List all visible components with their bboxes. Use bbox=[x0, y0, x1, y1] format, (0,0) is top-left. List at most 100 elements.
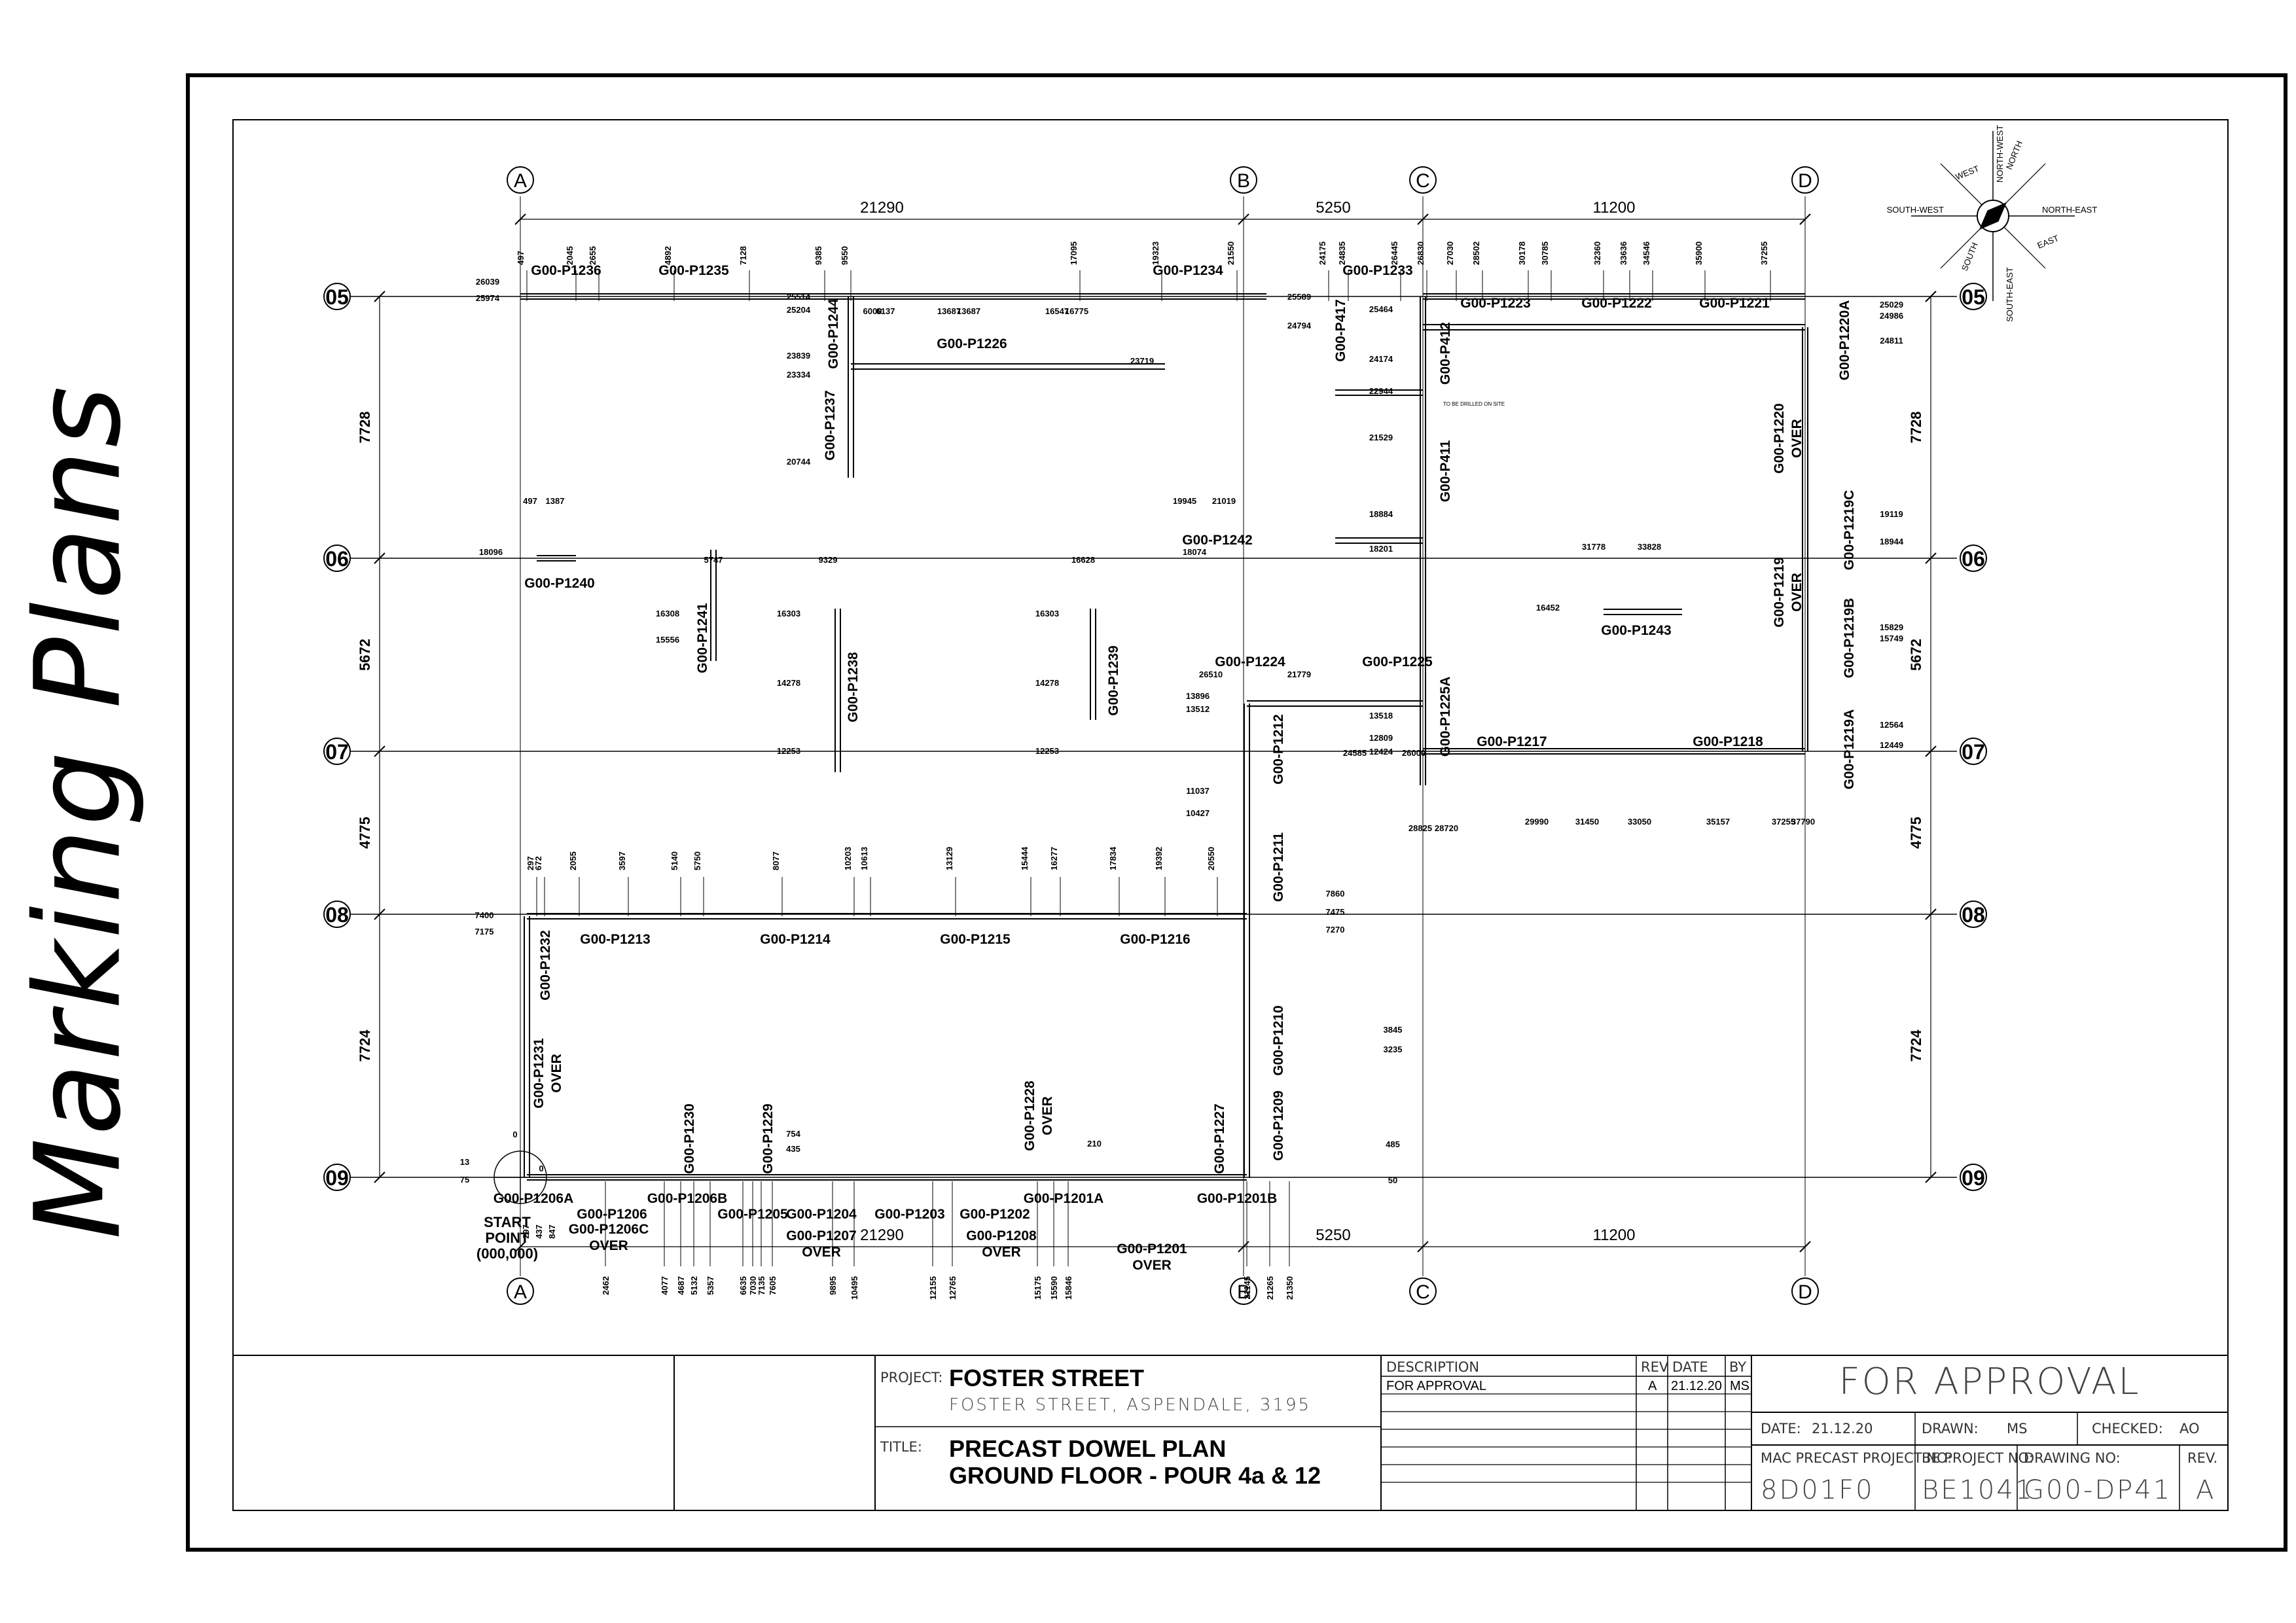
rev-label: REV. bbox=[2187, 1450, 2217, 1466]
panel-label: G00-P1225 bbox=[1362, 654, 1433, 669]
dimension-label: 26510 bbox=[1199, 669, 1223, 679]
column-dimension: 11200 bbox=[1593, 1226, 1636, 1244]
grid-bubble-06 bbox=[1960, 544, 1987, 572]
grid-bubble-09 bbox=[1960, 1164, 1987, 1191]
bottom-dimension: 15175 bbox=[1033, 1276, 1043, 1300]
dimension-label: 19945 bbox=[1173, 496, 1196, 506]
grid-bubble-07 bbox=[323, 738, 351, 765]
row-dimension: 5672 bbox=[357, 639, 373, 671]
start-point-label: (000,000) bbox=[476, 1245, 538, 1262]
row08-dimension: 15444 bbox=[1020, 846, 1030, 870]
top-dimension: 7128 bbox=[738, 246, 748, 265]
panel-label: G00-P1219B bbox=[1842, 598, 1857, 679]
panel-label: G00-P1203 bbox=[874, 1207, 944, 1222]
start-point-label: POINT bbox=[485, 1230, 529, 1246]
panel-label: G00-P1213 bbox=[580, 932, 650, 947]
dimension-tick bbox=[374, 745, 386, 757]
project-address: FOSTER STREET, ASPENDALE, 3195 bbox=[949, 1395, 1311, 1415]
bottom-dimension: 15846 bbox=[1064, 1276, 1073, 1300]
panel-label: G00-P1217 bbox=[1477, 734, 1547, 749]
dimension-tick bbox=[1238, 213, 1249, 225]
side-dimension: 25974 bbox=[476, 293, 500, 303]
compass-needle bbox=[1979, 202, 2007, 230]
dimension-label: 15829 bbox=[1880, 622, 1903, 632]
row08-dimension: 3597 bbox=[617, 851, 627, 870]
title-line-1: PRECAST DOWEL PLAN bbox=[949, 1435, 1226, 1462]
dimension-tick bbox=[1925, 291, 1937, 302]
grid-bubble-D bbox=[1791, 1277, 1819, 1305]
dimension-label: 1387 bbox=[546, 496, 565, 506]
dimension-label: 28825 bbox=[1408, 823, 1432, 833]
dimension-label: 21019 bbox=[1212, 496, 1236, 506]
row09-dimension: 3845 bbox=[1384, 1025, 1403, 1035]
column-dimension: 5250 bbox=[1316, 199, 1350, 217]
dimension-label: 37255 bbox=[1772, 817, 1795, 827]
rev-value: A bbox=[2196, 1475, 2215, 1505]
dimension-label: 16308 bbox=[656, 609, 679, 618]
column-dimension: 11200 bbox=[1593, 199, 1636, 217]
mac-project-label: MAC PRECAST PROJECT NO: bbox=[1761, 1450, 1952, 1466]
row08-dimension: 19392 bbox=[1154, 847, 1164, 870]
panel-label: G00-P1219C bbox=[1842, 490, 1857, 571]
panel-label: G00-P1241 bbox=[695, 603, 710, 673]
panel-label: G00-P1239 bbox=[1106, 645, 1121, 715]
top-dimension: 19323 bbox=[1151, 241, 1160, 265]
date-label: DATE: bbox=[1761, 1421, 1801, 1436]
row09-dimension: 0 bbox=[512, 1130, 517, 1139]
grid-bubble-09 bbox=[323, 1164, 351, 1191]
dimension-label: 13687 bbox=[957, 306, 980, 316]
row-dimension: 7728 bbox=[357, 412, 373, 444]
panel-label: G00-P1227 bbox=[1212, 1103, 1227, 1173]
panel-label-over: G00-P1207 bbox=[786, 1228, 856, 1243]
side-dimension: 23839 bbox=[787, 351, 810, 361]
top-dimension: 37255 bbox=[1759, 241, 1769, 265]
grid-label-09: 09 bbox=[325, 1166, 349, 1190]
row08-dimension: 7400 bbox=[475, 910, 494, 920]
row-dimension: 7724 bbox=[357, 1029, 373, 1062]
dimension-label: 13896 bbox=[1186, 691, 1210, 701]
top-dimension: 34546 bbox=[1641, 241, 1651, 265]
grid-bubble-B bbox=[1230, 166, 1257, 194]
grid-bubble-05 bbox=[1960, 283, 1987, 310]
rev-header-date: DATE bbox=[1672, 1359, 1708, 1375]
row-dimension: 5672 bbox=[1908, 639, 1924, 671]
dimension-tick bbox=[514, 1241, 526, 1253]
bottom-dimension: 5132 bbox=[689, 1276, 699, 1295]
row-dimension: 7724 bbox=[1908, 1029, 1924, 1062]
row09-dimension: 13 bbox=[460, 1157, 469, 1167]
panel-label: G00-P1211 bbox=[1271, 832, 1286, 902]
panel-label: G00-P1220A bbox=[1837, 300, 1852, 381]
top-dimension: 33636 bbox=[1619, 241, 1628, 265]
bottom-dimension: 7135 bbox=[757, 1276, 766, 1295]
row08-dimension: 10613 bbox=[859, 847, 869, 870]
dimension-label: 33828 bbox=[1638, 542, 1661, 552]
side-dimension: 25514 bbox=[787, 292, 811, 302]
compass-south: SOUTH bbox=[1960, 241, 1980, 272]
grid-label-A: A bbox=[514, 1281, 527, 1303]
panel-label-over: G00-P1231 bbox=[531, 1038, 547, 1109]
top-dimension: 2655 bbox=[588, 246, 598, 265]
over-note: OVER bbox=[802, 1245, 841, 1260]
drawing-no-value: G00-DP41 bbox=[2024, 1475, 2172, 1505]
dimension-tick bbox=[374, 291, 386, 302]
bottom-dimension: 21145 bbox=[1242, 1276, 1252, 1299]
row08-dimension: 7175 bbox=[475, 927, 494, 936]
row08-dimension: 672 bbox=[533, 856, 543, 870]
title-line-2: GROUND FLOOR - POUR 4a & 12 bbox=[949, 1462, 1321, 1489]
dimension-tick bbox=[1799, 213, 1811, 225]
panel-label: G00-P1212 bbox=[1271, 714, 1286, 784]
compass-east: EAST bbox=[2036, 233, 2060, 251]
dimension-label: 12253 bbox=[1035, 746, 1059, 756]
dimension-label: 31778 bbox=[1582, 542, 1605, 552]
panel-label: G00-P1240 bbox=[524, 576, 594, 591]
row08-dimension: 297 bbox=[526, 856, 535, 870]
dimension-label: 12564 bbox=[1880, 720, 1904, 730]
top-dimension: 24835 bbox=[1337, 241, 1347, 265]
grid-label-B: B bbox=[1237, 1281, 1250, 1303]
top-dimension: 27030 bbox=[1445, 241, 1455, 265]
panel-label: G00-P1201B bbox=[1197, 1191, 1278, 1206]
dimension-label: 24811 bbox=[1880, 336, 1903, 346]
row09-dimension: 435 bbox=[786, 1144, 800, 1154]
row08-dimension: 13129 bbox=[944, 847, 954, 870]
dimension-label: 15749 bbox=[1880, 633, 1903, 643]
